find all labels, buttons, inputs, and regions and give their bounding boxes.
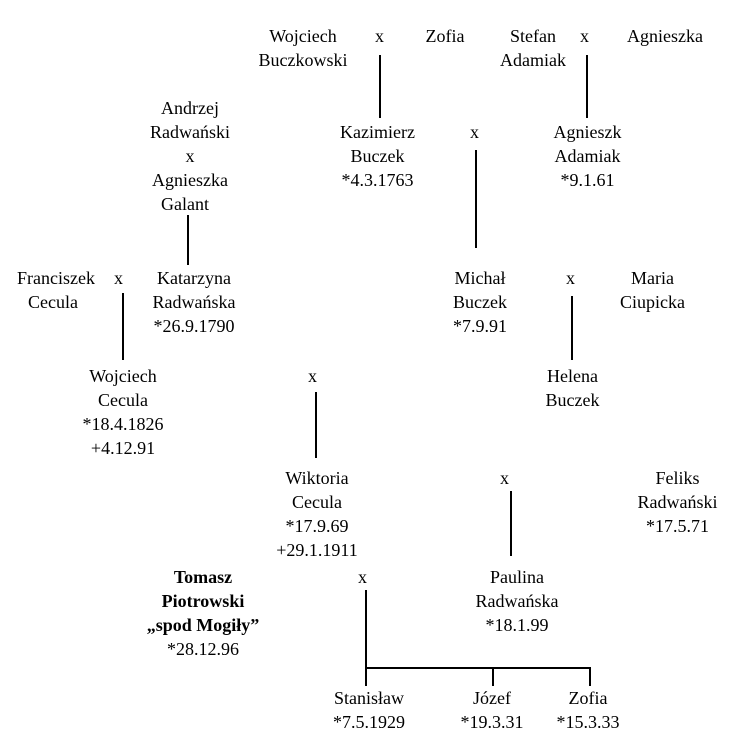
name-line: Buczek	[350, 146, 405, 166]
name-line: Andrzej	[161, 98, 219, 118]
person-jozef: Józef *19.3.31	[450, 686, 534, 734]
name-line: Wiktoria	[285, 468, 349, 488]
person-agnieszk-adamiak: Agnieszk Adamiak *9.1.61	[535, 120, 640, 192]
name-line: Ceculа	[98, 390, 148, 410]
name-line: Katarzyna	[157, 268, 231, 288]
connector-line	[315, 392, 317, 458]
person-michal-buczek: Michał Buczek *7.9.91	[435, 266, 525, 338]
nickname: „spod Mogiły”	[146, 615, 260, 635]
name-line: Buczek	[453, 292, 507, 312]
name-line: Kazimierz	[340, 122, 415, 142]
name-line: Feliks	[655, 468, 700, 488]
marriage-x: x	[580, 26, 589, 46]
name-line: Wojciech	[269, 26, 337, 46]
person-franciszek-cecula: Franciszek Ceculа	[6, 266, 106, 314]
name-line: Józef	[473, 688, 511, 708]
birth-date: *18.4.1826	[82, 414, 164, 434]
name-line: Tomasz	[173, 567, 233, 587]
connector-line	[187, 215, 189, 265]
name-line: Stanisław	[334, 688, 404, 708]
person-wojciech-cecula: Wojciech Ceculа *18.4.1826 +4.12.91	[68, 364, 178, 460]
marriage-x: x	[500, 468, 509, 488]
connector-line	[571, 296, 573, 360]
connector-line	[586, 55, 588, 118]
birth-date: *17.5.71	[646, 516, 709, 536]
name-line: Zofia	[568, 688, 608, 708]
name-line: Adamiak	[500, 50, 566, 70]
birth-date: *19.3.31	[460, 712, 524, 732]
birth-date: *28.12.96	[167, 639, 239, 659]
person-wojciech-buczkowski: Wojciech Buczkowski	[248, 24, 358, 72]
marriage-x: x	[566, 268, 575, 288]
person-agnieszka-top: Agnieszka	[615, 24, 715, 48]
connector-line	[475, 150, 477, 248]
death-date: +4.12.91	[90, 438, 156, 458]
name-line: Buczek	[545, 390, 600, 410]
marriage-x: x	[185, 146, 195, 166]
name-line: Maria	[631, 268, 674, 288]
name-line: Paulina	[490, 567, 544, 587]
marriage-x: x	[114, 268, 123, 288]
birth-date: *15.3.33	[556, 712, 620, 732]
marriage-x: x	[375, 26, 384, 46]
birth-date: *7.5.1929	[333, 712, 405, 732]
name-line: Helena	[547, 366, 598, 386]
name-line: Franciszek	[17, 268, 95, 288]
name-line: Radwańska	[475, 591, 559, 611]
name-line: Radwański	[150, 122, 230, 142]
name-line: Agnieszka	[627, 26, 703, 46]
person-zofia-top: Zofia	[415, 24, 475, 48]
name-line: Ciupicka	[620, 292, 685, 312]
person-helena-buczek: Helena Buczek	[530, 364, 615, 412]
marriage-x: x	[308, 366, 317, 386]
name-line: Galant	[161, 194, 209, 214]
children-bar	[365, 667, 591, 669]
connector-line	[510, 491, 512, 556]
death-date: +29.1.1911	[276, 540, 358, 560]
birth-date: *9.1.61	[560, 170, 615, 190]
connector-line	[122, 293, 124, 360]
person-zofia-child: Zofia *15.3.33	[546, 686, 630, 734]
name-line: Agnieszka	[152, 170, 228, 190]
name-line: Wojciech	[89, 366, 157, 386]
name-line: Radwański	[637, 492, 718, 512]
person-wiktoria-cecula: Wiktoria Ceculа *17.9.69 +29.1.1911	[258, 466, 376, 562]
name-line: Ceculа	[28, 292, 78, 312]
birth-date: *26.9.1790	[153, 316, 235, 336]
name-line: Agnieszk	[553, 122, 622, 142]
person-andrzej-radwanski: Andrzej Radwański x Agnieszka Galant	[135, 96, 245, 216]
connector-line	[365, 590, 367, 686]
person-stefan-adamiak: Stefan Adamiak	[488, 24, 578, 72]
name-line: Buczkowski	[258, 50, 348, 70]
name-line: Piotrowski	[161, 591, 245, 611]
birth-date: *7.9.91	[453, 316, 507, 336]
person-tomasz-piotrowski: Tomasz Piotrowski „spod Mogiły” *28.12.9…	[128, 565, 278, 661]
person-feliks-radwanski: Feliks Radwański *17.5.71	[625, 466, 730, 538]
birth-date: *4.3.1763	[341, 170, 414, 190]
connector-line	[589, 667, 591, 686]
name-line: Ceculа	[292, 492, 342, 512]
person-stanislaw: Stanisław *7.5.1929	[318, 686, 420, 734]
name-line: Michał	[454, 268, 506, 288]
name-line: Radwańska	[152, 292, 236, 312]
connector-line	[492, 667, 494, 686]
person-maria-ciupicka: Maria Ciupicka	[605, 266, 700, 314]
marriage-x: x	[470, 122, 479, 142]
birth-date: *18.1.99	[485, 615, 549, 635]
name-line: Adamiak	[554, 146, 621, 166]
person-paulina-radwanska: Paulina Radwańska *18.1.99	[462, 565, 572, 637]
name-line: Zofia	[425, 26, 465, 46]
marriage-x: x	[358, 567, 367, 587]
person-katarzyna-radwanska: Katarzyna Radwańska *26.9.1790	[140, 266, 248, 338]
connector-line	[379, 55, 381, 118]
person-kazimierz-buczek: Kazimierz Buczek *4.3.1763	[320, 120, 435, 192]
name-line: Stefan	[510, 26, 556, 46]
birth-date: *17.9.69	[285, 516, 349, 536]
